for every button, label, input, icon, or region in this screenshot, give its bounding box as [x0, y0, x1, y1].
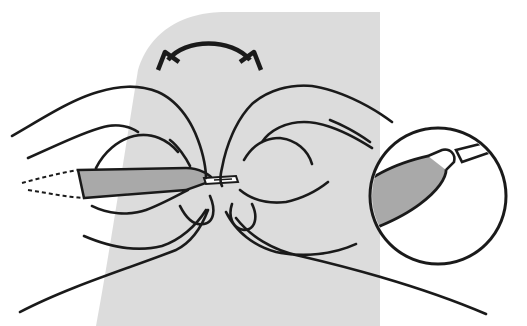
detail-inset — [366, 128, 506, 264]
